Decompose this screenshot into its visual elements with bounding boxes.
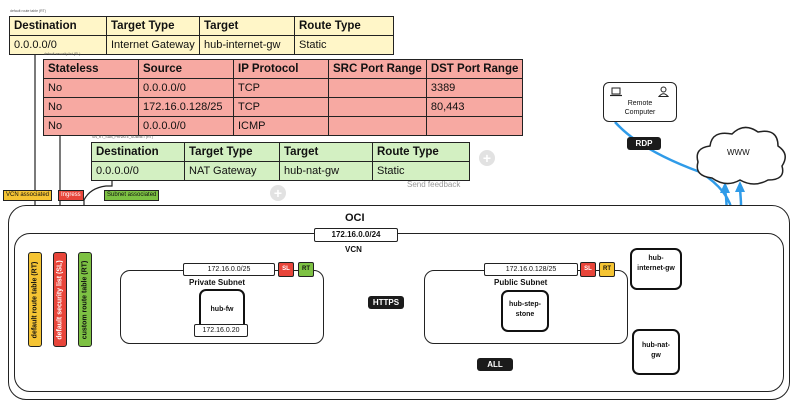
table-header-row: Stateless Source IP Protocol SRC Port Ra… xyxy=(43,59,524,79)
table-cell: 172.16.0.128/25 xyxy=(138,97,234,117)
column-header: Destination xyxy=(91,142,185,162)
nat-gateway-node[interactable]: hub-nat-gw xyxy=(632,329,680,375)
table-cell xyxy=(328,116,427,136)
remote-computer-node[interactable]: Remote Computer xyxy=(603,82,677,122)
public-subnet-title: Public Subnet xyxy=(494,278,548,287)
internet-gateway-node[interactable]: hub-internet-gw xyxy=(630,248,682,290)
private-subnet-cidr: 172.16.0.0/25 xyxy=(183,263,275,276)
custom-rt-caption: SN_RT_SUB_PRIVATE_SUBNET (RT) xyxy=(92,135,153,139)
default-security-list: Stateless Source IP Protocol SRC Port Ra… xyxy=(43,59,524,136)
send-feedback-link[interactable]: Send feedback xyxy=(407,180,461,189)
public-sl-chip: SL xyxy=(580,262,596,277)
remote-computer-label: Remote Computer xyxy=(624,100,656,116)
table-header-row: Destination Target Type Target Route Typ… xyxy=(9,16,394,36)
default-security-list-bar: default security list (SL) xyxy=(53,252,67,347)
column-header: Target xyxy=(199,16,295,36)
table-cell: hub-internet-gw xyxy=(199,35,295,55)
private-subnet-title: Private Subnet xyxy=(189,278,246,287)
vcn-label: VCN xyxy=(345,245,362,254)
column-header: Target xyxy=(279,142,373,162)
custom-rt-link xyxy=(83,178,113,345)
custom-route-table-bar: custom route table (RT) xyxy=(78,252,92,347)
default-route-table-bar: default route table (RT) xyxy=(28,252,42,347)
table-cell xyxy=(328,78,427,98)
private-sl-chip: SL xyxy=(278,262,294,277)
table-cell xyxy=(328,97,427,117)
column-header: DST Port Range xyxy=(425,59,524,79)
plus-icon[interactable]: + xyxy=(270,185,286,201)
custom-rt-bar-label: custom route table (RT) xyxy=(81,260,89,339)
cloud-icon xyxy=(696,126,786,185)
custom-route-table: Destination Target Type Target Route Typ… xyxy=(91,142,470,181)
nat-gateway-label: hub-nat-gw xyxy=(642,342,670,359)
www-label: WWW xyxy=(727,148,750,157)
all-flow-label: ALL xyxy=(477,358,513,371)
table-cell: Static xyxy=(372,161,470,181)
table-cell: 0.0.0.0/0 xyxy=(91,161,185,181)
column-header: Stateless xyxy=(43,59,139,79)
table-cell: 3389 xyxy=(425,78,524,98)
igw-to-www-arrowhead xyxy=(720,182,730,193)
rdp-flow-label: RDP xyxy=(627,137,661,150)
plus-icon[interactable]: + xyxy=(479,150,495,166)
table-cell: 0.0.0.0/0 xyxy=(138,116,234,136)
table-row: 0.0.0.0/0 NAT Gateway hub-nat-gw Static xyxy=(91,161,470,181)
ingress-tag: Ingress xyxy=(58,190,84,201)
table-cell: Internet Gateway xyxy=(106,35,200,55)
private-rt-chip: RT xyxy=(298,262,314,277)
vcn-associated-tag: VCN associated xyxy=(3,190,53,201)
hub-step-stone-node[interactable]: hub-step-stone xyxy=(501,290,549,332)
column-header: Route Type xyxy=(294,16,394,36)
column-header: Route Type xyxy=(372,142,470,162)
column-header: IP Protocol xyxy=(233,59,329,79)
subnet-associated-tag: Subnet associated xyxy=(104,190,160,201)
oci-title: OCI xyxy=(345,212,365,224)
column-header: Source xyxy=(138,59,234,79)
hub-fw-label: hub-fw xyxy=(210,306,234,313)
column-header: SRC Port Range xyxy=(328,59,427,79)
laptop-icon xyxy=(610,87,622,97)
table-cell: TCP xyxy=(233,78,329,98)
table-header-row: Destination Target Type Target Route Typ… xyxy=(91,142,470,162)
table-cell: NAT Gateway xyxy=(184,161,280,181)
nat-to-www-arrowhead xyxy=(735,181,745,192)
table-cell: hub-nat-gw xyxy=(279,161,373,181)
column-header: Target Type xyxy=(184,142,280,162)
table-cell: No xyxy=(43,97,139,117)
table-row: 0.0.0.0/0 Internet Gateway hub-internet-… xyxy=(9,35,394,55)
public-subnet-cidr: 172.16.0.128/25 xyxy=(484,263,578,276)
default-rt-bar-label: default route table (RT) xyxy=(31,261,39,338)
table-cell: 80,443 xyxy=(425,97,524,117)
public-rt-chip: RT xyxy=(599,262,615,277)
table-cell: TCP xyxy=(233,97,329,117)
table-cell: No xyxy=(43,116,139,136)
table-row: No 0.0.0.0/0 TCP 3389 xyxy=(43,78,524,98)
table-cell: Static xyxy=(294,35,394,55)
hub-fw-ip: 172.16.0.20 xyxy=(194,324,248,337)
user-icon xyxy=(658,86,669,97)
default-sl-caption: default security list (SL) xyxy=(44,52,81,56)
hub-step-stone-label: hub-step-stone xyxy=(509,301,541,318)
table-row: No 172.16.0.128/25 TCP 80,443 xyxy=(43,97,524,117)
table-cell: ICMP xyxy=(233,116,329,136)
table-row: No 0.0.0.0/0 ICMP xyxy=(43,116,524,136)
default-rt-caption: default route table (RT) xyxy=(10,9,46,13)
table-cell xyxy=(425,116,524,136)
table-cell: 0.0.0.0/0 xyxy=(138,78,234,98)
https-flow-label: HTTPS xyxy=(368,296,404,309)
internet-gateway-label: hub-internet-gw xyxy=(637,255,675,272)
column-header: Destination xyxy=(9,16,107,36)
default-route-table: Destination Target Type Target Route Typ… xyxy=(9,16,394,55)
table-cell: No xyxy=(43,78,139,98)
vcn-cidr: 172.16.0.0/24 xyxy=(314,228,398,242)
column-header: Target Type xyxy=(106,16,200,36)
default-sl-bar-label: default security list (SL) xyxy=(56,259,64,340)
